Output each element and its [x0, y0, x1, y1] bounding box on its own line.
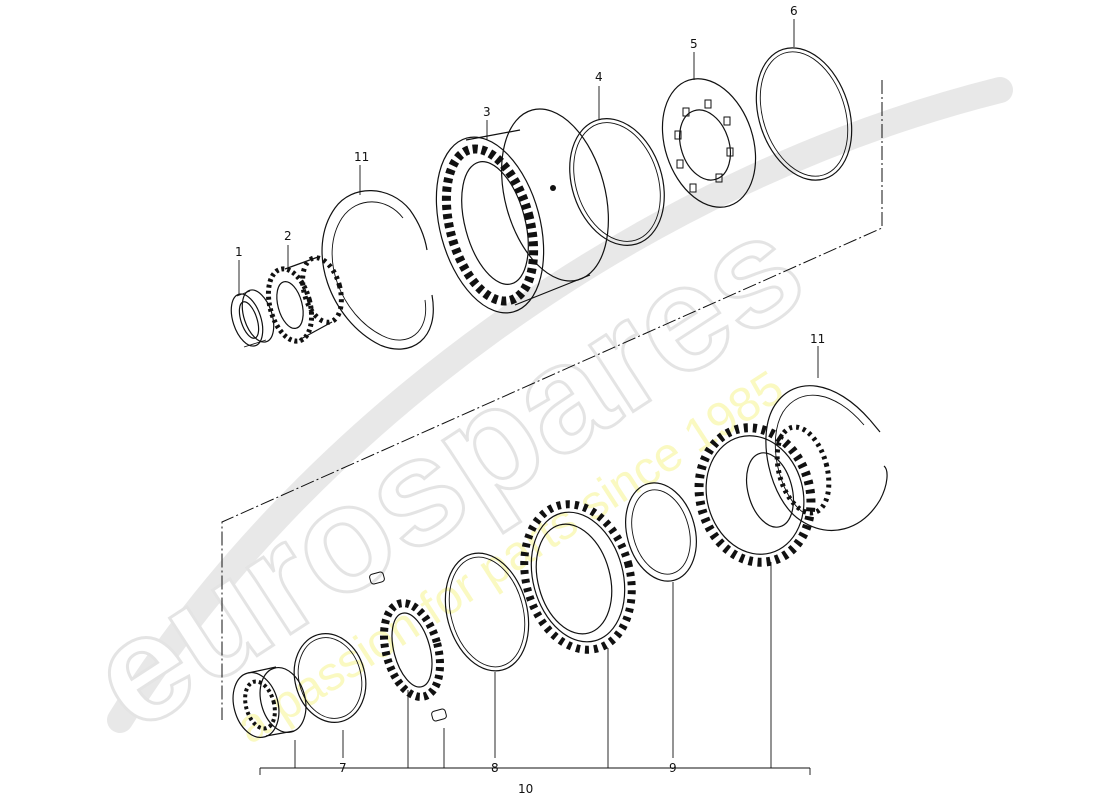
- part-7-snap-ring: [293, 632, 367, 724]
- part-11-snap-ring-top: [321, 190, 434, 350]
- assembly-boundary: [221, 80, 883, 720]
- callout-11-bottom: 11: [810, 332, 825, 346]
- part-8-toothed-plate: [520, 500, 636, 654]
- part-inner-race: [232, 666, 307, 738]
- watermark-brand: eurospares: [61, 180, 831, 761]
- callout-10: 10: [518, 782, 533, 796]
- callout-4: 4: [595, 70, 603, 84]
- upper-leader-lines: [238, 19, 795, 295]
- watermark-swoosh: [107, 77, 1013, 733]
- callout-11-top: 11: [354, 150, 369, 164]
- lower-leader-lines: [259, 346, 819, 775]
- callout-9: 9: [669, 761, 677, 775]
- part-11-snap-ring-bottom: [765, 385, 888, 531]
- callout-6: 6: [790, 4, 798, 18]
- part-3-clutch-drum: [435, 108, 609, 314]
- part-1-needle-bearing: [230, 289, 275, 348]
- part-5-thrust-plate: [661, 78, 757, 208]
- part-2-splined-gear: [265, 255, 344, 344]
- callout-7: 7: [339, 761, 347, 775]
- part-4-o-ring: [569, 118, 665, 246]
- roller-top: [369, 571, 385, 585]
- callout-3: 3: [483, 105, 491, 119]
- part-9-hub-gear: [694, 423, 832, 567]
- part-9-thrust-washer: [625, 482, 697, 582]
- part-8-o-ring: [444, 552, 530, 672]
- callout-numbers: 1 2 11 3 4 5 6 11 7 8 9 10: [235, 4, 825, 796]
- callout-8: 8: [491, 761, 499, 775]
- callout-5: 5: [690, 37, 698, 51]
- part-sprag-cage: [369, 571, 447, 722]
- part-6-large-o-ring: [755, 47, 853, 181]
- roller-bottom: [431, 708, 447, 722]
- callout-2: 2: [284, 229, 292, 243]
- callout-1: 1: [235, 245, 243, 259]
